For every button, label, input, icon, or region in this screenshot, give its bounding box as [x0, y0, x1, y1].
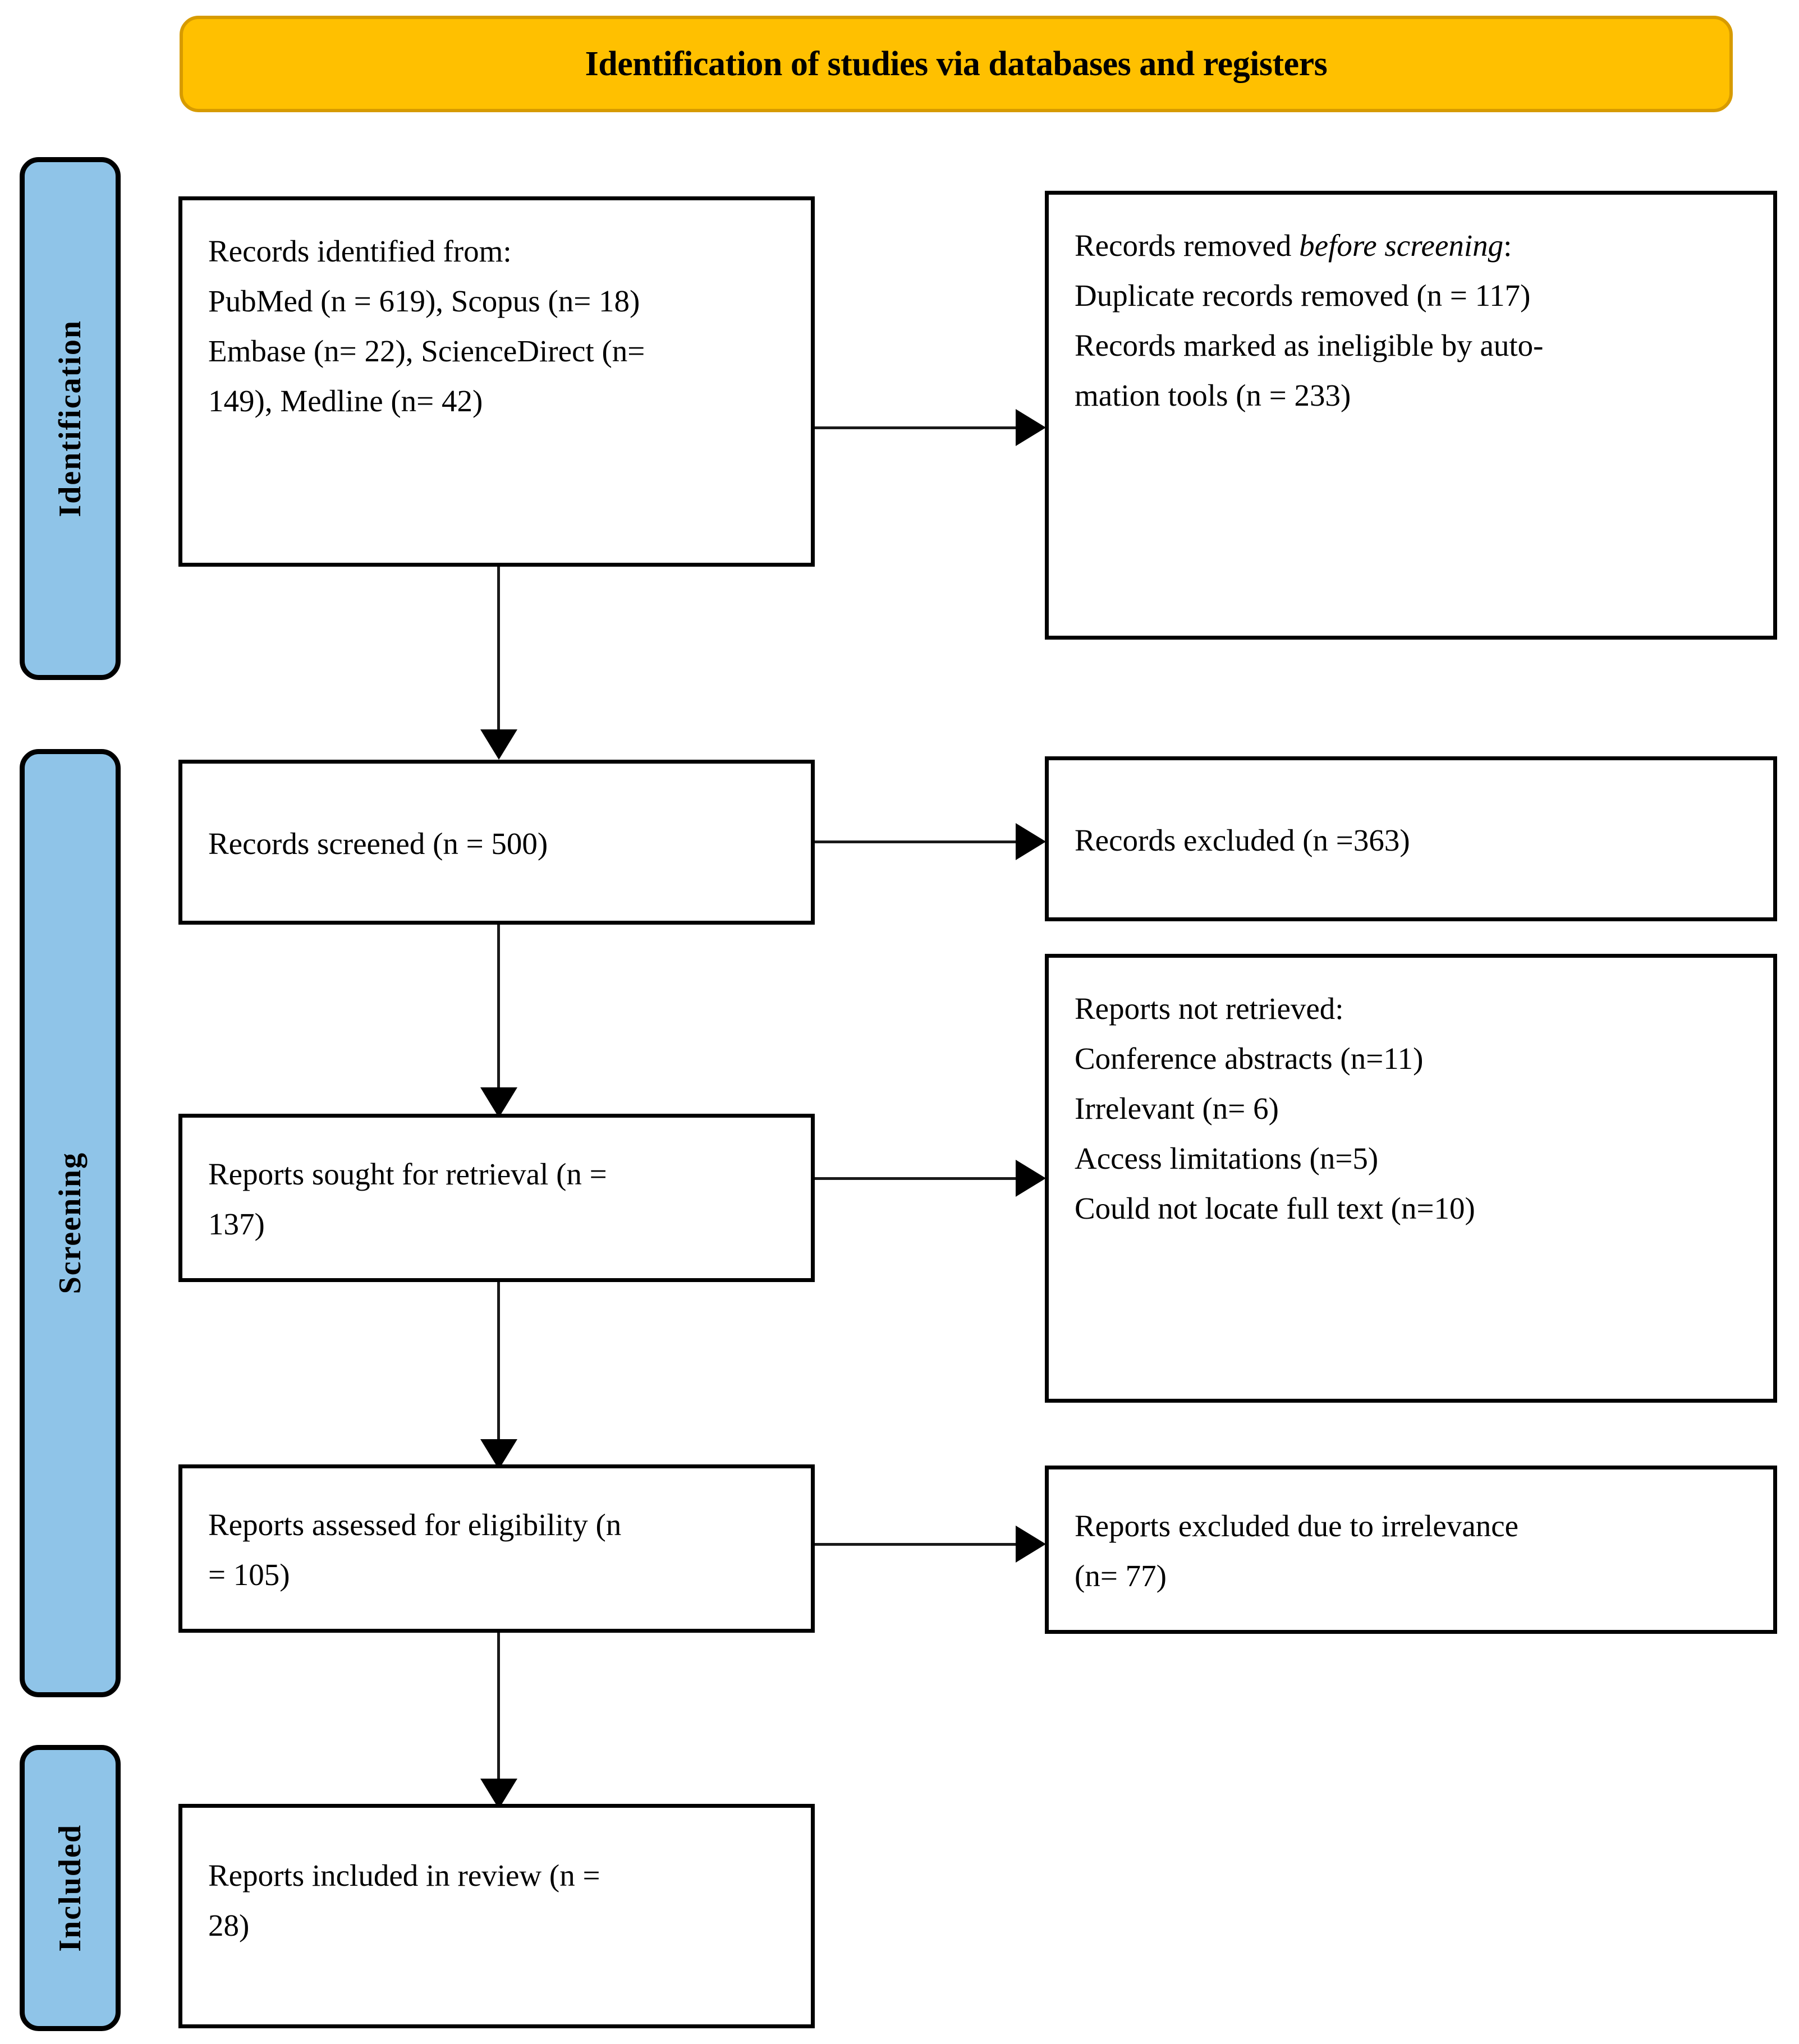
- stage-pill-identification: Identification: [20, 157, 121, 680]
- records-identified-line-3: Embase (n= 22), ScienceDirect (n=: [208, 334, 645, 369]
- records-removed-line-4: mation tools (n = 233): [1075, 378, 1351, 413]
- diagram-title: Identification of studies via databases …: [585, 44, 1328, 83]
- box-reports-sought-text: Reports sought for retrieval (n = 137): [208, 1143, 788, 1249]
- arrow-screened-to-sought-head: [480, 1087, 517, 1118]
- arrow-screened-to-excluded-head: [1016, 823, 1046, 860]
- records-identified-line-1: Records identified from:: [208, 234, 512, 268]
- arrow-assessed-to-excluded-head: [1016, 1526, 1046, 1563]
- diagram-header-banner: Identification of studies via databases …: [180, 16, 1733, 112]
- reports-excluded-irrelevance-line-1: Reports excluded due to irrelevance: [1075, 1509, 1519, 1543]
- arrow-identified-to-screened-head: [480, 729, 517, 760]
- reports-included-line-1: Reports included in review (n =: [208, 1858, 600, 1893]
- reports-not-retrieved-line-1: Reports not retrieved:: [1075, 991, 1344, 1026]
- box-records-screened: Records screened (n = 500): [178, 760, 815, 925]
- records-removed-prefix: Records removed: [1075, 228, 1300, 263]
- stage-label-screening: Screening: [53, 1152, 88, 1294]
- records-removed-suffix: :: [1503, 228, 1512, 263]
- box-records-identified-text: Records identified from: PubMed (n = 619…: [208, 226, 788, 426]
- arrow-assessed-to-excluded-line: [815, 1543, 1028, 1546]
- arrow-screened-to-sought-line: [497, 925, 500, 1093]
- box-reports-included: Reports included in review (n = 28): [178, 1804, 815, 2028]
- reports-assessed-line-2: = 105): [208, 1558, 290, 1592]
- reports-included-line-2: 28): [208, 1908, 250, 1943]
- box-reports-excluded-irrelevance: Reports excluded due to irrelevance (n= …: [1045, 1466, 1777, 1634]
- stage-pill-included: Included: [20, 1745, 121, 2031]
- arrow-identified-to-screened-line: [497, 567, 500, 735]
- box-reports-assessed-text: Reports assessed for eligibility (n = 10…: [208, 1494, 788, 1600]
- box-records-removed-text: Records removed before screening: Duplic…: [1075, 221, 1751, 420]
- records-screened-line-1: Records screened (n = 500): [208, 826, 548, 861]
- box-reports-not-retrieved-text: Reports not retrieved: Conference abstra…: [1075, 984, 1751, 1233]
- reports-sought-line-1: Reports sought for retrieval (n =: [208, 1157, 607, 1191]
- box-reports-not-retrieved: Reports not retrieved: Conference abstra…: [1045, 954, 1777, 1403]
- arrow-sought-to-not-retrieved-head: [1016, 1160, 1046, 1197]
- stage-label-included: Included: [53, 1824, 88, 1952]
- records-excluded-line-1: Records excluded (n =363): [1075, 823, 1410, 857]
- arrow-assessed-to-included-line: [497, 1633, 500, 1784]
- records-removed-line-3: Records marked as ineligible by auto-: [1075, 328, 1544, 363]
- records-identified-line-4: 149), Medline (n= 42): [208, 384, 483, 419]
- records-removed-italic: before screening: [1299, 228, 1504, 263]
- box-records-removed: Records removed before screening: Duplic…: [1045, 191, 1777, 640]
- box-reports-sought: Reports sought for retrieval (n = 137): [178, 1114, 815, 1282]
- arrow-sought-to-assessed-line: [497, 1282, 500, 1445]
- box-records-excluded: Records excluded (n =363): [1045, 756, 1777, 921]
- reports-not-retrieved-line-2: Conference abstracts (n=11): [1075, 1041, 1424, 1076]
- records-removed-line-1: Records removed before screening:: [1075, 221, 1751, 270]
- stage-label-identification: Identification: [53, 320, 88, 517]
- reports-sought-line-2: 137): [208, 1207, 265, 1242]
- stage-pill-screening: Screening: [20, 749, 121, 1697]
- box-reports-excluded-irrelevance-text: Reports excluded due to irrelevance (n= …: [1075, 1495, 1751, 1601]
- box-records-excluded-text: Records excluded (n =363): [1075, 786, 1751, 865]
- reports-not-retrieved-line-4: Access limitations (n=5): [1075, 1141, 1379, 1176]
- reports-not-retrieved-line-3: Irrelevant (n= 6): [1075, 1091, 1279, 1126]
- records-identified-line-2: PubMed (n = 619), Scopus (n= 18): [208, 284, 640, 319]
- reports-assessed-line-1: Reports assessed for eligibility (n: [208, 1508, 622, 1542]
- box-reports-included-text: Reports included in review (n = 28): [208, 1834, 788, 1950]
- arrow-identified-to-removed-head: [1016, 409, 1046, 446]
- box-records-identified: Records identified from: PubMed (n = 619…: [178, 196, 815, 567]
- arrow-identified-to-removed-line: [815, 426, 1028, 429]
- box-records-screened-text: Records screened (n = 500): [208, 789, 788, 869]
- arrow-sought-to-not-retrieved-line: [815, 1177, 1028, 1180]
- reports-excluded-irrelevance-line-2: (n= 77): [1075, 1559, 1167, 1593]
- records-removed-line-2: Duplicate records removed (n = 117): [1075, 278, 1531, 313]
- box-reports-assessed: Reports assessed for eligibility (n = 10…: [178, 1464, 815, 1633]
- reports-not-retrieved-line-5: Could not locate full text (n=10): [1075, 1191, 1475, 1226]
- arrow-screened-to-excluded-line: [815, 840, 1028, 843]
